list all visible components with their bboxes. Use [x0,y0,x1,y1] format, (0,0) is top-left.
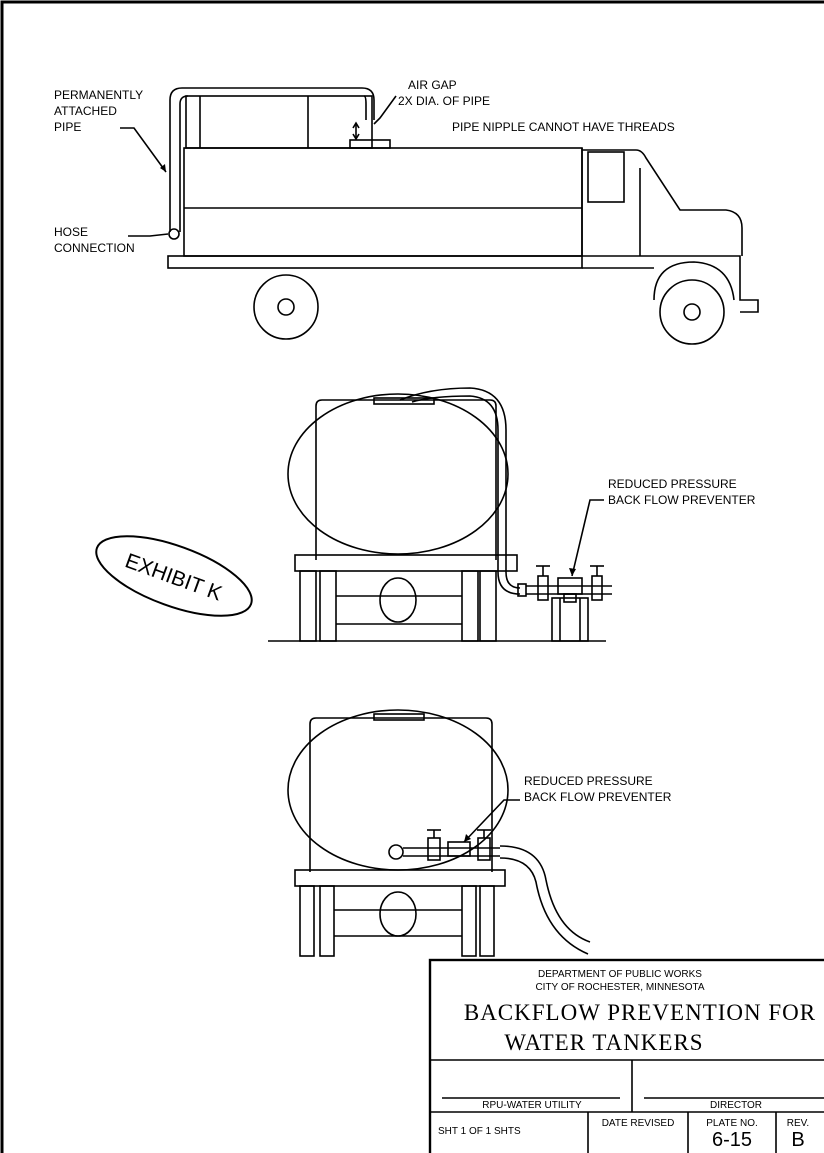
lower-hose [499,845,591,955]
tb-department: DEPARTMENT OF PUBLIC WORKS [538,969,702,980]
upper-hose [399,387,521,595]
rpz-device-lower [447,841,471,857]
label-hose: HOSE [54,225,88,239]
attached-pipe [169,87,375,232]
tb-title-1: BACKFLOW PREVENTION FOR [464,1000,816,1025]
label-attached: ATTACHED [54,104,117,118]
tb-plate-no: 6-15 [712,1129,752,1151]
tb-city: CITY OF ROCHESTER, MINNESOTA [535,982,704,993]
label-rpz-upper-1: REDUCED PRESSURE [608,477,737,491]
tb-date-revised: DATE REVISED [602,1118,675,1129]
tb-rev-label: REV. [787,1118,809,1129]
label-pipe: PIPE [54,120,81,134]
exhibit-stamp [95,535,253,617]
tb-director: DIRECTOR [710,1100,762,1111]
tb-sheet: SHT 1 OF 1 SHTS [438,1126,521,1137]
tb-plate-label: PLATE NO. [706,1118,758,1129]
truck-side-view [167,87,759,345]
front-wheel [659,279,725,345]
truck-rear-view-upper [268,387,612,642]
label-air-gap: AIR GAP [408,78,457,92]
label-nipple-note: PIPE NIPPLE CANNOT HAVE THREADS [452,120,675,134]
label-rpz-upper-2: BACK FLOW PREVENTER [608,493,756,507]
label-air-gap-dia: 2X DIA. OF PIPE [398,94,490,108]
rear-wheel [253,274,319,340]
label-rpz-lower-2: BACK FLOW PREVENTER [524,790,672,804]
hose-connection-fitting [168,228,180,240]
truck-rear-view-lower [287,709,591,957]
label-permanently: PERMANENTLY [54,88,143,102]
tank-end-upper [287,393,509,555]
tb-rev: B [791,1129,804,1151]
tb-title-2: WATER TANKERS [504,1030,703,1055]
label-rpz-lower-1: REDUCED PRESSURE [524,774,653,788]
title-block [428,958,824,1153]
label-connection: CONNECTION [54,241,135,255]
exhibit-label: EXHIBIT K [122,549,225,605]
tb-utility: RPU-WATER UTILITY [482,1100,582,1111]
